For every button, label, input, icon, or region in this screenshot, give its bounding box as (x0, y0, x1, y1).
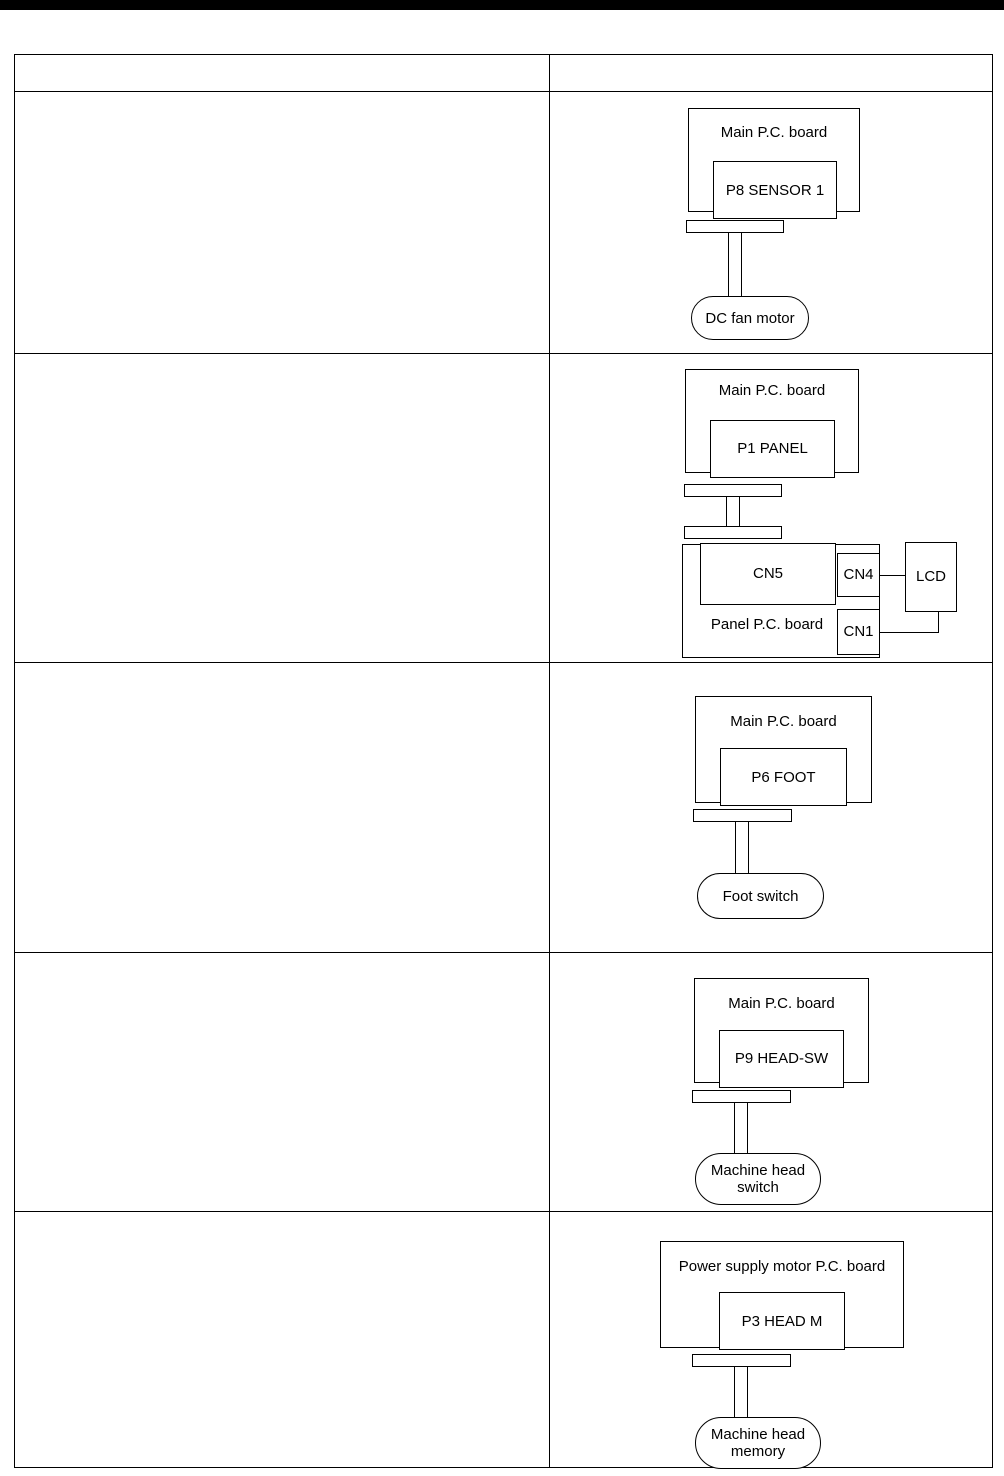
connector-bar-upper (684, 483, 782, 497)
device-label-line2: memory (730, 1443, 786, 1461)
port-p6-foot: P6 FOOT (720, 748, 847, 807)
wire-cn1-riser (938, 609, 939, 633)
device-label-line1: Machine head (710, 1426, 806, 1444)
device-lcd: LCD (905, 541, 957, 612)
port-p3-head-m: P3 HEAD M (719, 1292, 845, 1351)
table-row: Power supply motor P.C. board P3 HEAD M … (14, 1211, 993, 1470)
table-header-row (14, 53, 993, 93)
description-cell (14, 352, 550, 664)
panel-connection-diagram: Main P.C. board P1 PANEL Panel P.C. boar… (550, 354, 992, 663)
connection-diagram-table: Main P.C. board P8 SENSOR 1 DC fan motor… (14, 53, 993, 1470)
main-pc-board-label: Main P.C. board (730, 713, 837, 731)
wire-cn1-segment (879, 631, 939, 633)
port-cn1: CN1 (837, 608, 880, 655)
top-black-band (0, 0, 1004, 10)
port-cn4: CN4 (837, 552, 880, 597)
table-row: Main P.C. board P8 SENSOR 1 DC fan motor (14, 91, 993, 354)
connector-bar (692, 1354, 791, 1368)
table-row: Main P.C. board P9 HEAD-SW Machine head … (14, 951, 993, 1213)
diagram-cell: Main P.C. board P6 FOOT Foot switch (549, 662, 993, 953)
description-cell (14, 951, 550, 1213)
table-row: Main P.C. board P1 PANEL Panel P.C. boar… (14, 352, 993, 664)
power-supply-motor-pc-board-label: Power supply motor P.C. board (678, 1258, 886, 1276)
device-machine-head-memory: Machine head memory (695, 1417, 821, 1470)
cable-to-foot-switch (735, 813, 749, 899)
wire-cn4-to-lcd (879, 574, 907, 576)
panel-pc-board-label: Panel P.C. board (710, 615, 824, 633)
port-p1-panel: P1 PANEL (710, 419, 835, 478)
device-dc-fan-motor: DC fan motor (691, 296, 809, 341)
machine-head-memory-connection-diagram: Power supply motor P.C. board P3 HEAD M … (550, 1212, 992, 1470)
foot-switch-connection-diagram: Main P.C. board P6 FOOT Foot switch (550, 663, 992, 952)
diagram-cell: Power supply motor P.C. board P3 HEAD M … (549, 1211, 993, 1470)
machine-head-switch-connection-diagram: Main P.C. board P9 HEAD-SW Machine head … (550, 953, 992, 1212)
connector-bar (692, 1089, 791, 1103)
device-foot-switch: Foot switch (697, 873, 824, 920)
cable-to-machine-head-switch (734, 1094, 748, 1161)
port-p9-head-sw: P9 HEAD-SW (719, 1029, 844, 1088)
main-pc-board-label: Main P.C. board (728, 994, 835, 1012)
cable-to-dc-fan-motor (728, 225, 742, 311)
main-pc-board-label: Main P.C. board (720, 124, 828, 142)
device-label-line2: switch (737, 1178, 779, 1196)
cable-to-machine-head-memory (734, 1359, 748, 1426)
port-cn5: CN5 (700, 542, 836, 605)
port-p8-sensor-1: P8 SENSOR 1 (713, 161, 837, 220)
diagram-cell: Main P.C. board P9 HEAD-SW Machine head … (549, 951, 993, 1213)
connector-bar-lower (684, 525, 782, 539)
main-pc-board-label: Main P.C. board (718, 381, 826, 399)
header-cell-description (14, 53, 550, 93)
cable-panel-harness (726, 488, 740, 534)
connector-bar (686, 220, 784, 234)
dc-fan-motor-connection-diagram: Main P.C. board P8 SENSOR 1 DC fan motor (550, 92, 992, 353)
table-row: Main P.C. board P6 FOOT Foot switch (14, 662, 993, 953)
device-label-line1: Machine head (710, 1161, 806, 1179)
diagram-cell: Main P.C. board P8 SENSOR 1 DC fan motor (549, 91, 993, 354)
header-cell-diagram (549, 53, 993, 93)
description-cell (14, 662, 550, 953)
connector-bar (693, 809, 792, 823)
description-cell (14, 91, 550, 354)
description-cell (14, 1211, 550, 1468)
diagram-cell: Main P.C. board P1 PANEL Panel P.C. boar… (549, 352, 993, 664)
device-machine-head-switch: Machine head switch (695, 1152, 821, 1205)
